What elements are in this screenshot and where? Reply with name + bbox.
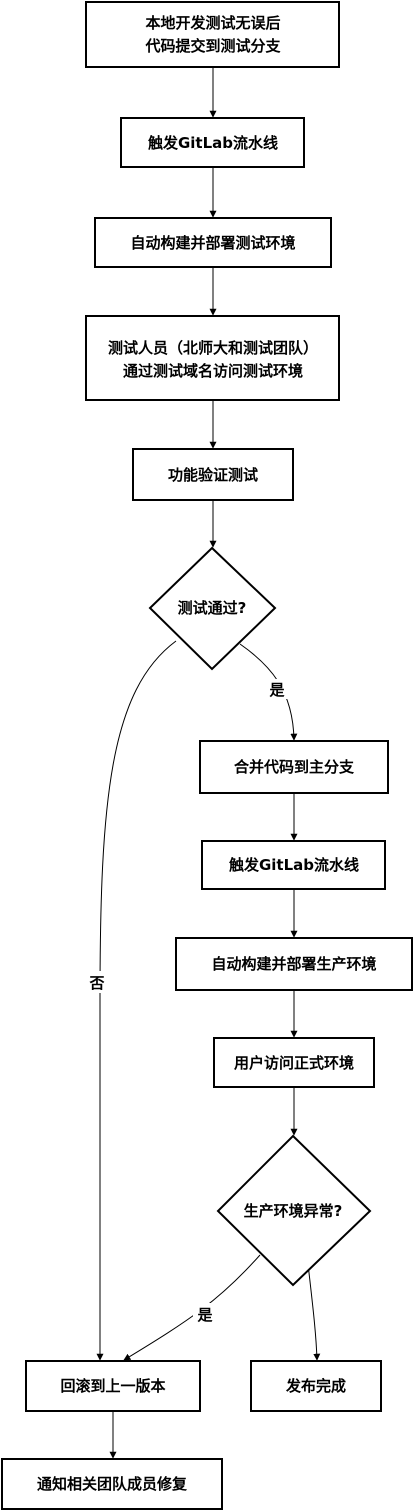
node-functional-test: 功能验证测试 [132, 448, 294, 501]
node-notify-team: 通知相关团队成员修复 [1, 1458, 223, 1510]
edge-test-no [96, 640, 177, 1361]
node-prod-error-decision: 生产环境异常? [216, 1134, 372, 1287]
node-prod-error-label: 生产环境异常? [244, 1202, 343, 1220]
node-functional-test-label: 功能验证测试 [168, 466, 258, 484]
node-notify-team-label: 通知相关团队成员修复 [37, 1475, 188, 1493]
node-commit-line-1: 本地开发测试无误后 [145, 14, 280, 32]
label-test-no: 否 [88, 974, 104, 992]
node-pipeline-prod-label: 触发GitLab流水线 [229, 856, 359, 874]
edge-prod-yes [123, 1254, 261, 1361]
node-deploy-prod-label: 自动构建并部署生产环境 [211, 955, 376, 973]
node-deploy-prod: 自动构建并部署生产环境 [175, 937, 413, 991]
node-commit-line-2: 代码提交到测试分支 [144, 37, 281, 55]
label-test-yes: 是 [268, 681, 285, 699]
node-rollback-label: 回滚到上一版本 [60, 1377, 165, 1395]
node-tester-access-line-1: 测试人员（北师大和测试团队） [108, 339, 318, 357]
node-rollback: 回滚到上一版本 [25, 1360, 201, 1412]
node-user-access: 用户访问正式环境 [213, 1037, 375, 1088]
node-tester-access-line-2: 通过测试域名访问测试环境 [123, 362, 303, 380]
node-commit: 本地开发测试无误后 代码提交到测试分支 [85, 1, 340, 68]
node-tester-access: 测试人员（北师大和测试团队） 通过测试域名访问测试环境 [85, 315, 340, 401]
node-release-done: 发布完成 [250, 1360, 382, 1412]
node-pipeline-test-label: 触发GitLab流水线 [148, 134, 278, 152]
node-test-passed-decision: 测试通过? [148, 546, 277, 671]
node-deploy-test: 自动构建并部署测试环境 [94, 217, 332, 268]
label-prod-yes: 是 [196, 1306, 213, 1324]
node-release-done-label: 发布完成 [285, 1377, 346, 1395]
node-merge-main-label: 合并代码到主分支 [233, 758, 355, 776]
node-test-passed-label: 测试通过? [178, 599, 247, 617]
node-user-access-label: 用户访问正式环境 [234, 1054, 354, 1072]
node-deploy-test-label: 自动构建并部署测试环境 [130, 234, 295, 252]
node-pipeline-prod: 触发GitLab流水线 [201, 840, 386, 890]
node-merge-main: 合并代码到主分支 [199, 740, 389, 794]
node-pipeline-test: 触发GitLab流水线 [120, 117, 305, 168]
